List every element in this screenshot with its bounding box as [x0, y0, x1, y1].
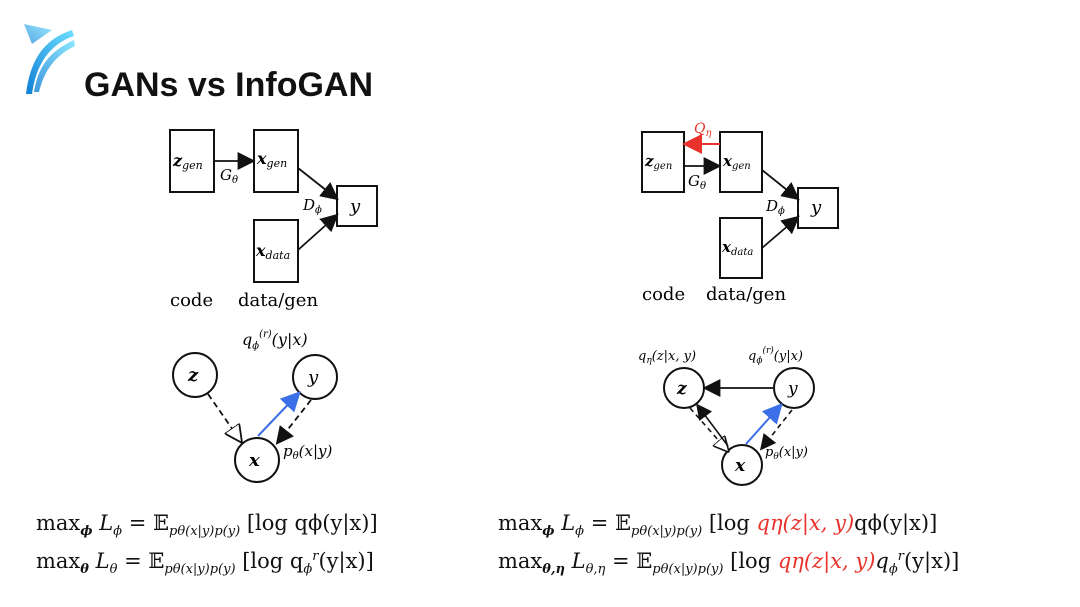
box-xdata-label: xdata — [255, 241, 290, 262]
edge-z-x — [207, 393, 240, 440]
box-zgen — [641, 131, 685, 193]
edge-d-label: Dϕ — [302, 196, 322, 216]
edge-q-label: Qη — [694, 121, 711, 139]
node-x-label: x — [248, 450, 260, 471]
node-z — [172, 352, 218, 398]
equation-left-1: maxϕ Lϕ = 𝔼pθ(x|y)p(y) [log qϕ(y|x)] — [36, 511, 378, 540]
node-y — [773, 367, 815, 409]
edge-xgen-y-arrow — [297, 167, 339, 201]
box-xgen-label: xgen — [256, 149, 287, 170]
equation-right-1: maxϕ Lϕ = 𝔼pθ(x|y)p(y) [log qη(z|x, y)qϕ… — [498, 511, 938, 540]
node-y-label: y — [307, 367, 319, 388]
node-z-label: z — [676, 379, 687, 399]
label-q-eta: qη(z|x, y) — [638, 349, 696, 366]
box-zgen-label: zgen — [644, 152, 672, 172]
logo — [24, 24, 75, 94]
label-datagen: data/gen — [706, 284, 786, 305]
node-z-label: z — [187, 365, 199, 386]
label-q-r: qϕ(r)(y|x) — [242, 329, 308, 352]
node-x — [721, 444, 763, 486]
label-p-theta: pθ(x|y) — [283, 442, 332, 462]
box-xgen-label: xgen — [722, 152, 751, 172]
label-code: code — [642, 284, 685, 305]
edge-xdata-y-arrow — [761, 215, 800, 249]
edge-xgen-y-arrow — [761, 169, 800, 201]
node-x-label: x — [734, 456, 746, 476]
slide-title: GANs vs InfoGAN — [84, 66, 374, 104]
left-graphical-model: z y x qϕ(r)(y|x) pθ(x|y) — [172, 329, 338, 483]
box-xdata — [253, 219, 299, 283]
box-y — [336, 185, 378, 227]
equation-right-2: maxθ,η Lθ,η = 𝔼pθ(x|y)p(y) [log qη(z|x, … — [498, 549, 960, 578]
node-y — [292, 354, 338, 400]
box-xdata-label: xdata — [721, 238, 753, 258]
box-zgen-label: zgen — [172, 151, 203, 172]
equation-left-2: maxθ Lθ = 𝔼pθ(x|y)p(y) [log qϕr(y|x)] — [36, 549, 374, 578]
right-graphical-model: z y x qη(z|x, y) qϕ(r)(y|x) pθ(x|y) — [638, 345, 815, 486]
left-gan-diagram: zgen xgen xdata y Gθ Dϕ code data/gen — [169, 129, 378, 311]
edge-d-label: Dϕ — [765, 197, 785, 217]
box-xgen — [253, 129, 299, 193]
edge-y-x — [275, 399, 312, 445]
edge-z-x-dashed — [689, 407, 727, 450]
label-datagen: data/gen — [238, 290, 318, 311]
edge-g-label: Gθ — [220, 166, 238, 186]
box-xgen — [719, 131, 763, 193]
label-p-theta: pθ(x|y) — [765, 445, 808, 462]
node-y-label: y — [787, 379, 798, 399]
box-y-label: y — [810, 197, 822, 218]
edge-g-label: Gθ — [688, 172, 706, 192]
box-zgen — [169, 129, 215, 193]
box-y-label: y — [349, 196, 361, 217]
edge-x-z-solid — [696, 403, 729, 447]
box-y — [797, 187, 839, 229]
label-code: code — [170, 290, 213, 311]
edge-y-x-dashed — [760, 409, 793, 451]
label-q-r: qϕ(r)(y|x) — [748, 345, 803, 366]
right-infogan-diagram: Qη zgen xgen xdata y Gθ Dϕ code data/gen — [641, 121, 839, 305]
edge-x-y-blue — [745, 403, 783, 445]
edge-xdata-y-arrow — [297, 213, 339, 251]
node-x — [234, 437, 280, 483]
edge-x-y-blue — [257, 391, 301, 437]
